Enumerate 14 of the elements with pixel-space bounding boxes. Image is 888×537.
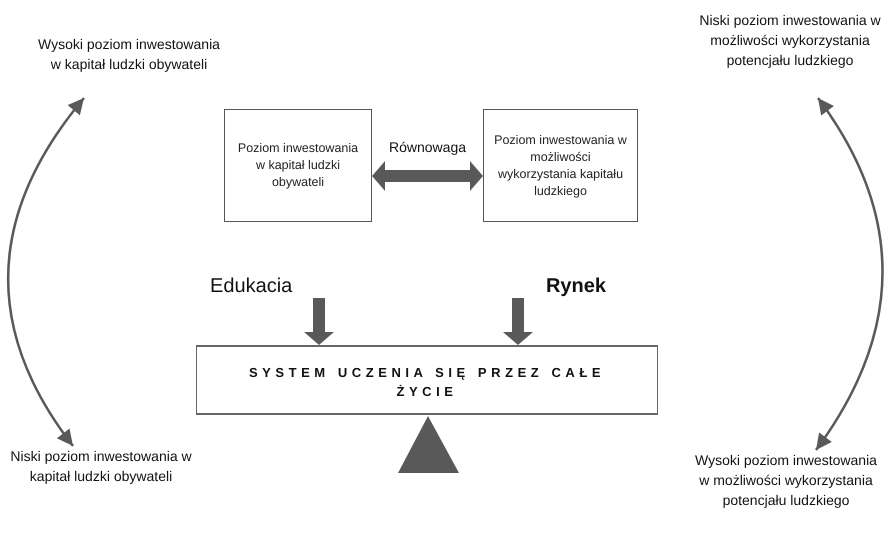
level-label: Wysoki poziom inwestowania w kapitał ludzki obywateli: [38, 34, 220, 98]
force-label: Edukacia: [210, 274, 334, 298]
curved-arrow: [7, 97, 85, 447]
level-label: Niski poziom inwestowania w możliwości wykorzystania potencjału ludzkiego: [694, 10, 886, 98]
process-box: Poziom inwestowania w kapitał ludzki obywateli: [224, 109, 372, 222]
level-label: Niski poziom inwestowania w kapitał ludzki obywateli: [10, 446, 192, 506]
process-box: Poziom inwestowania w możliwości wykorzystania kapitału ludzkiego: [483, 109, 638, 222]
level-label: Wysoki poziom inwestowania w możliwości wykorzystania potencjału ludzkiego: [690, 450, 882, 536]
beam-box: SYSTEM UCZENIA SIĘ PRZEZ CAŁE ŻYCIE: [196, 345, 658, 415]
block-arrow: [503, 298, 533, 345]
block-arrow: [372, 161, 483, 191]
curved-arrow: [814, 97, 884, 451]
force-label: Rynek: [500, 274, 606, 298]
block-arrow: [304, 298, 334, 345]
